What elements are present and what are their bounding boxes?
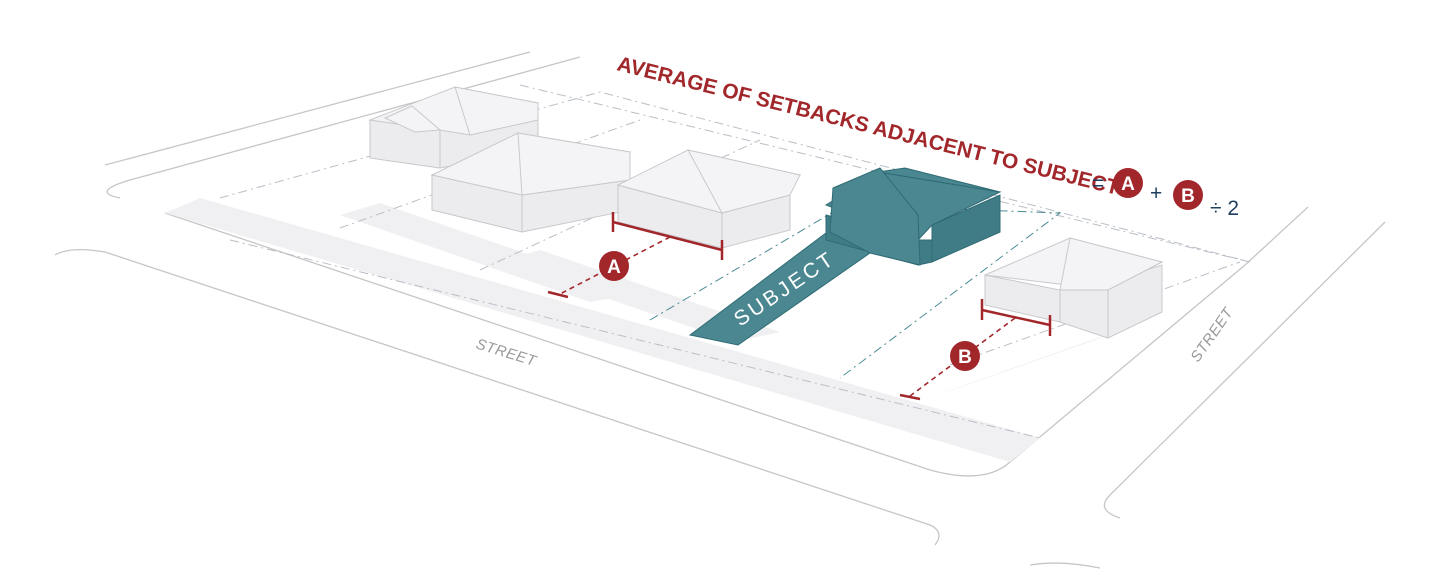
marker-b: B <box>950 341 980 371</box>
subject-house <box>824 167 1002 266</box>
road-curbs <box>54 51 1386 569</box>
formula-divide: ÷ 2 <box>1210 197 1239 220</box>
formula-plus: + <box>1150 182 1162 205</box>
street-label-front: STREET <box>474 336 540 371</box>
formula-equals: = <box>1092 172 1104 195</box>
house-back-left <box>368 86 540 169</box>
marker-b-label: B <box>958 347 972 368</box>
marker-a-label: A <box>607 257 621 278</box>
formula: = A + B ÷ 2 <box>1092 168 1239 220</box>
subject-label: SUBJECT <box>730 247 840 331</box>
house-neighbor-a <box>616 149 802 249</box>
marker-a: A <box>599 251 629 281</box>
house-neighbor-b <box>983 237 1164 339</box>
formula-a-badge <box>1113 168 1143 198</box>
street-label-side: STREET <box>1187 304 1237 366</box>
formula-b-badge <box>1173 180 1203 210</box>
setback-a-dimension <box>547 212 724 299</box>
sidewalk <box>165 198 1120 462</box>
formula-a-label: A <box>1121 174 1135 195</box>
formula-b-label: B <box>1181 186 1195 207</box>
house-back-center <box>430 132 632 233</box>
